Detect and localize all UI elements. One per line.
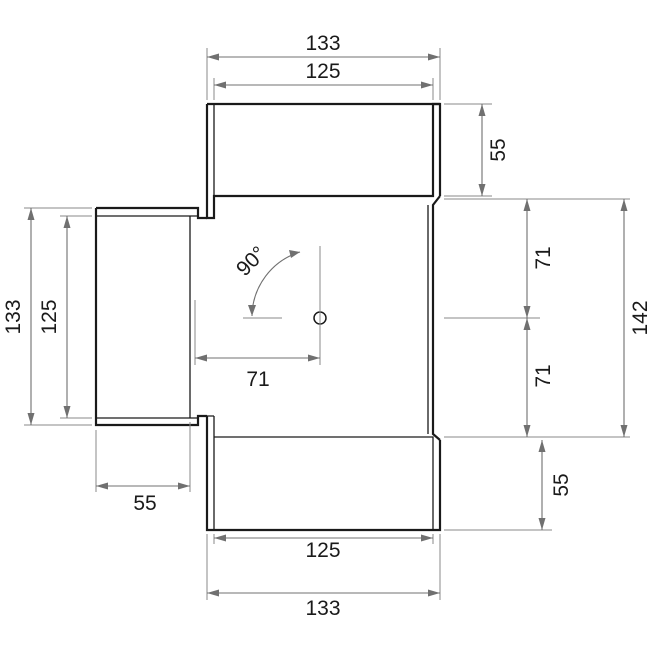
dim-bottom-inner-width: 125 xyxy=(305,539,340,562)
dim-branch-offset: 71 xyxy=(246,368,269,391)
dim-angle: 90° xyxy=(232,242,271,281)
dim-top-inner-width: 125 xyxy=(305,60,340,83)
dimension-labels: 133 125 55 71 71 142 55 125 133 133 125 … xyxy=(2,32,650,620)
dim-right-total: 142 xyxy=(629,300,650,335)
dim-bottom-socket-depth: 55 xyxy=(550,473,573,496)
dim-bottom-outer-width: 133 xyxy=(305,597,340,620)
dim-right-lower-half: 71 xyxy=(532,364,555,387)
dim-right-upper-half: 71 xyxy=(532,246,555,269)
dim-top-outer-width: 133 xyxy=(305,32,340,55)
extension-lines xyxy=(24,48,630,600)
dim-top-socket-depth: 55 xyxy=(487,138,510,161)
dimension-lines xyxy=(27,53,628,597)
tee-body-outline xyxy=(94,102,442,532)
dim-left-inner-height: 125 xyxy=(38,299,61,334)
dim-left-socket-depth: 55 xyxy=(133,492,156,515)
dim-left-outer-height: 133 xyxy=(2,299,25,334)
